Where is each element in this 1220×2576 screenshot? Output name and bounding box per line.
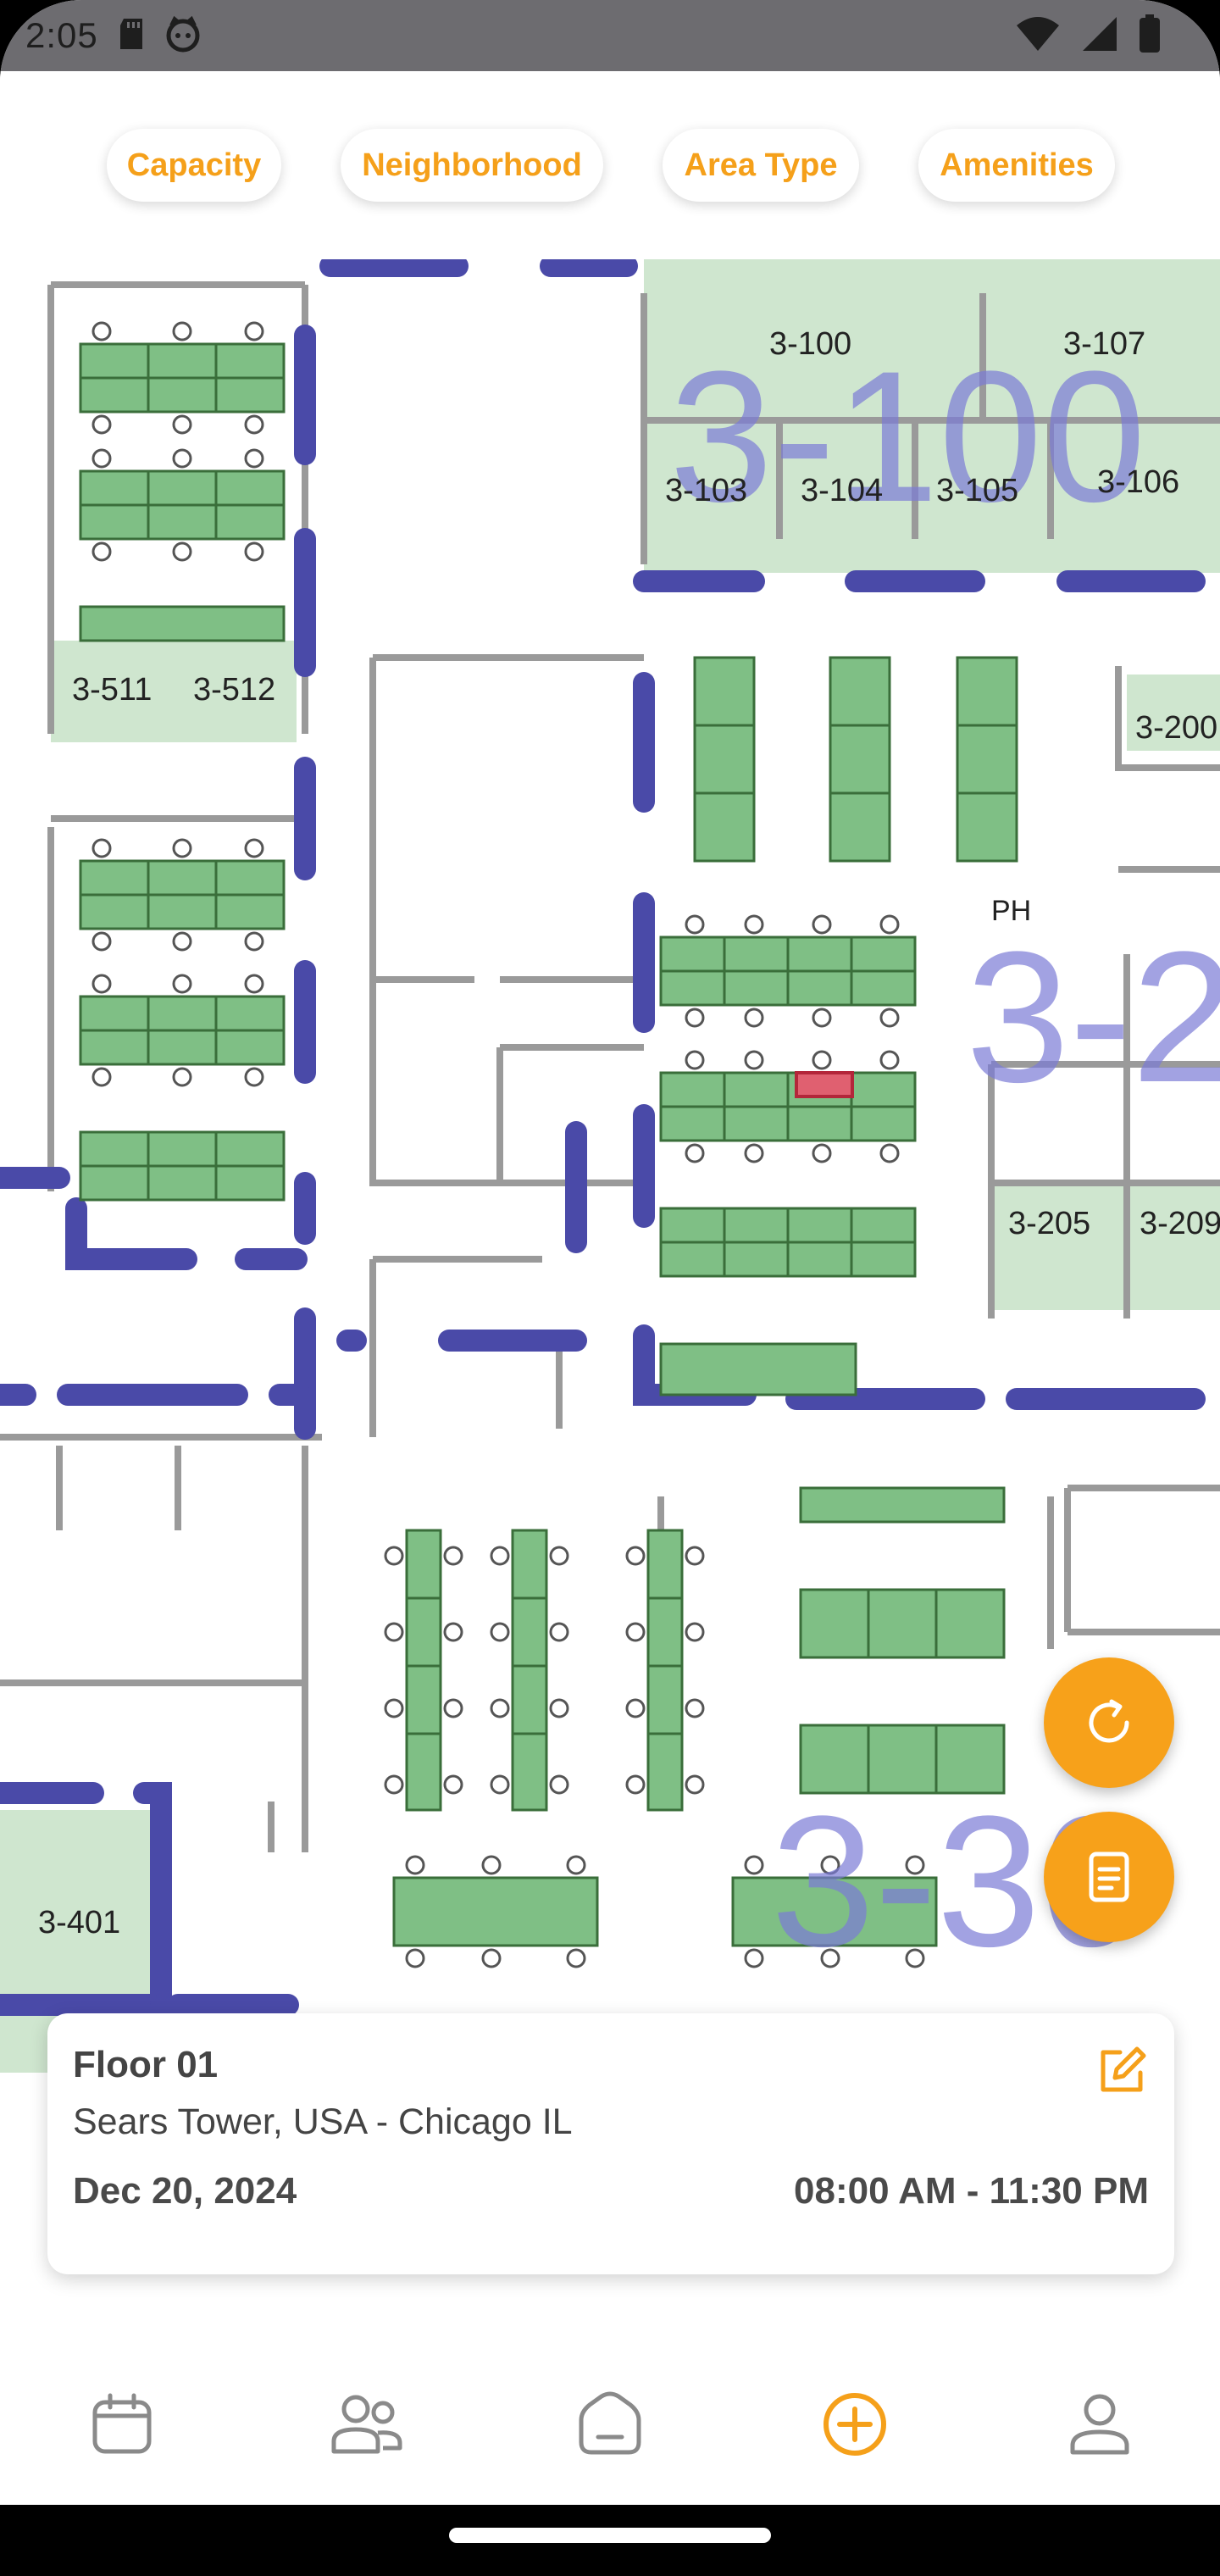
floor-plan-drawing[interactable]: 3-100 3-2 3-30 3-100 3-107 3-103 3-104 3… bbox=[0, 259, 1220, 2327]
home-indicator[interactable] bbox=[449, 2528, 771, 2543]
room-labels: 3-100 3-107 3-103 3-104 3-105 3-106 3-51… bbox=[38, 326, 1220, 1940]
filter-bar: Capacity Neighborhood Area Type Amenitie… bbox=[0, 71, 1220, 259]
exterior-walls bbox=[0, 259, 1206, 2033]
floor-name: Floor 01 bbox=[73, 2044, 219, 2085]
signal-icon bbox=[1081, 15, 1118, 57]
room-label[interactable]: 3-107 bbox=[1063, 326, 1145, 362]
floor-map[interactable]: 3-100 3-2 3-30 3-100 3-107 3-103 3-104 3… bbox=[0, 259, 1220, 2327]
filter-chip-capacity[interactable]: Capacity bbox=[107, 129, 281, 202]
battery-icon bbox=[1139, 14, 1161, 58]
status-time: 2:05 bbox=[25, 15, 98, 55]
filter-chip-area-type[interactable]: Area Type bbox=[663, 129, 859, 202]
room-label[interactable]: 3-512 bbox=[193, 672, 275, 708]
zone-label: 3-100 bbox=[669, 332, 1146, 541]
nav-profile[interactable] bbox=[1062, 2386, 1138, 2462]
sd-card-icon bbox=[117, 17, 146, 55]
nav-add-booking[interactable] bbox=[817, 2386, 893, 2462]
room-label[interactable]: 3-209 bbox=[1140, 1206, 1220, 1241]
room-label[interactable]: 3-511 bbox=[72, 672, 152, 708]
room-label[interactable]: 3-106 bbox=[1097, 464, 1179, 500]
booking-date: Dec 20, 2024 bbox=[73, 2170, 297, 2212]
clipboard-icon bbox=[1089, 1852, 1129, 1902]
bottom-navigation bbox=[0, 2327, 1220, 2505]
filter-chip-neighborhood[interactable]: Neighborhood bbox=[341, 129, 603, 202]
room-3-100-area[interactable] bbox=[644, 259, 1220, 573]
refresh-button[interactable] bbox=[1044, 1657, 1174, 1788]
room-label[interactable]: 3-401 bbox=[38, 1905, 120, 1940]
room-label[interactable]: 3-103 bbox=[665, 473, 747, 508]
room-label[interactable]: 3-205 bbox=[1008, 1206, 1090, 1241]
cat-face-icon bbox=[164, 15, 202, 57]
edit-booking-button[interactable] bbox=[1095, 2044, 1149, 2098]
nav-calendar[interactable] bbox=[84, 2386, 160, 2462]
people-icon bbox=[331, 2395, 402, 2454]
profile-icon bbox=[1070, 2394, 1129, 2455]
booking-time-range: 08:00 AM - 11:30 PM bbox=[794, 2170, 1149, 2212]
calendar-icon bbox=[92, 2393, 152, 2454]
desk-dividers bbox=[80, 344, 1017, 1793]
room-3-200-area[interactable] bbox=[1127, 675, 1220, 751]
wifi-icon bbox=[1015, 15, 1061, 57]
edit-icon bbox=[1101, 2046, 1146, 2092]
room-label[interactable]: 3-104 bbox=[801, 473, 883, 508]
location-text: Sears Tower, USA - Chicago IL bbox=[73, 2101, 573, 2142]
room-label[interactable]: 3-100 bbox=[769, 326, 851, 362]
room-label: PH bbox=[991, 895, 1031, 927]
status-bar: 2:05 bbox=[0, 0, 1220, 71]
room-label[interactable]: 3-105 bbox=[936, 473, 1018, 508]
booking-card[interactable]: Floor 01 Sears Tower, USA - Chicago IL D… bbox=[47, 2013, 1174, 2274]
room-3-205-area[interactable] bbox=[991, 1183, 1220, 1310]
chairs bbox=[92, 321, 925, 1968]
room-3-511-area[interactable] bbox=[51, 641, 297, 742]
filter-chip-amenities[interactable]: Amenities bbox=[918, 129, 1115, 202]
refresh-icon bbox=[1089, 1699, 1129, 1743]
selected-desk[interactable] bbox=[795, 1071, 854, 1098]
add-circle-icon bbox=[824, 2393, 886, 2456]
status-indicators bbox=[1015, 14, 1161, 58]
booking-date-time-row: Dec 20, 2024 08:00 AM - 11:30 PM bbox=[73, 2170, 1149, 2212]
zone-label: 3-2 bbox=[966, 913, 1220, 1121]
room-label[interactable]: 3-200 bbox=[1135, 710, 1217, 746]
booking-list-button[interactable] bbox=[1044, 1812, 1174, 1942]
nav-people[interactable] bbox=[329, 2386, 405, 2462]
home-icon bbox=[579, 2391, 641, 2455]
nav-home[interactable] bbox=[572, 2386, 648, 2462]
